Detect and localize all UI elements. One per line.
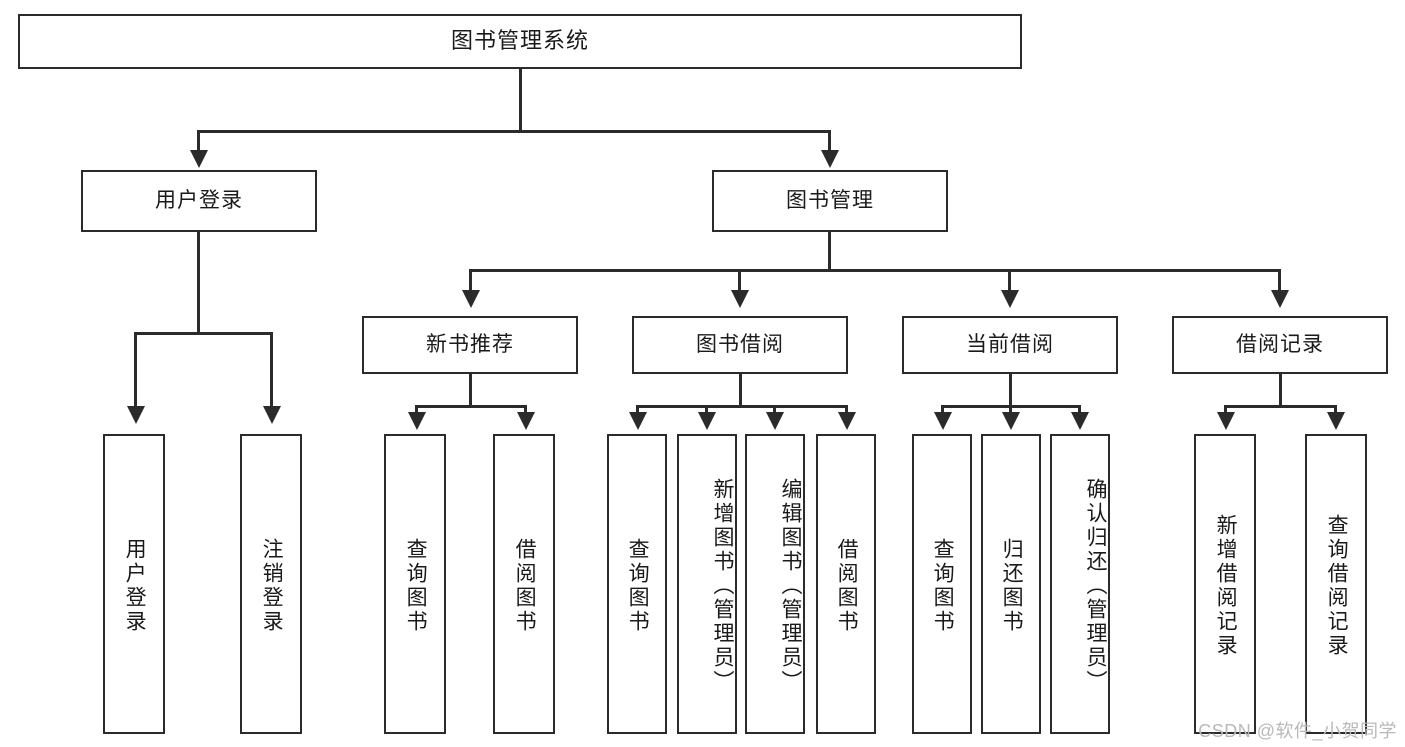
edge-to-book-borrow bbox=[738, 269, 741, 294]
edge-to-borrow-record bbox=[1278, 269, 1281, 294]
arrow-book-borrow-to-leaf-4 bbox=[838, 412, 856, 430]
edge-to-current-borrow bbox=[1008, 269, 1011, 294]
arrow-current-borrow-to-leaf-1 bbox=[934, 412, 952, 430]
edge-current-borrow-to-leaf-1 bbox=[941, 405, 944, 415]
leaf-borrow-book-recommendation[interactable]: 借阅图书 bbox=[493, 434, 555, 734]
leaf-add-borrow-record[interactable]: 新增借阅记录 bbox=[1194, 434, 1256, 734]
leaf-edit-book-admin[interactable]: 编辑图书（管理员） bbox=[745, 434, 805, 734]
leaf-return-book[interactable]: 归还图书 bbox=[981, 434, 1041, 734]
node-root-book-management-system[interactable]: 图书管理系统 bbox=[18, 14, 1022, 69]
arrow-book-borrow-to-leaf-3 bbox=[766, 412, 784, 430]
csdn-watermark: CSDN @软件_小贺同学 bbox=[1198, 721, 1397, 741]
arrow-root-to-book-manage bbox=[821, 150, 839, 168]
arrow-borrow-record-to-leaf-1 bbox=[1217, 412, 1235, 430]
leaf-query-book-current[interactable]: 查询图书 bbox=[912, 434, 972, 734]
arrow-to-current-borrow bbox=[1001, 290, 1019, 308]
node-current-borrow[interactable]: 当前借阅 bbox=[902, 316, 1118, 374]
edge-book-manage-bus bbox=[469, 269, 1281, 272]
edge-user-login-bus bbox=[134, 332, 273, 335]
edge-book-borrow-to-leaf-4 bbox=[845, 405, 848, 415]
edge-current-borrow-to-leaf-2 bbox=[1009, 405, 1012, 415]
arrow-to-borrow-record bbox=[1271, 290, 1289, 308]
arrow-to-book-borrow bbox=[731, 290, 749, 308]
edge-root-to-book-manage bbox=[828, 130, 831, 155]
edge-new-book-rec-to-leaf-1 bbox=[415, 405, 418, 415]
edge-book-borrow-to-leaf-3 bbox=[773, 405, 776, 415]
node-book-borrow[interactable]: 图书借阅 bbox=[632, 316, 848, 374]
arrow-current-borrow-to-leaf-3 bbox=[1071, 412, 1089, 430]
node-user-login[interactable]: 用户登录 bbox=[81, 170, 317, 232]
arrow-current-borrow-to-leaf-2 bbox=[1002, 412, 1020, 430]
edge-current-borrow-to-leaf-3 bbox=[1078, 405, 1081, 415]
edge-user-login-to-leaf-2 bbox=[270, 332, 273, 410]
node-book-manage[interactable]: 图书管理 bbox=[712, 170, 948, 232]
arrow-user-login-to-leaf-1 bbox=[127, 406, 145, 424]
leaf-borrow-book-borrow[interactable]: 借阅图书 bbox=[816, 434, 876, 734]
leaf-user-login[interactable]: 用户登录 bbox=[103, 434, 165, 734]
edge-current-borrow-stem bbox=[1009, 374, 1012, 408]
edge-root-to-user-login bbox=[197, 130, 200, 155]
arrow-root-to-user-login bbox=[190, 150, 208, 168]
arrow-borrow-record-to-leaf-2 bbox=[1327, 412, 1345, 430]
edge-root-stem bbox=[519, 69, 522, 132]
arrow-user-login-to-leaf-2 bbox=[263, 406, 281, 424]
leaf-query-borrow-record[interactable]: 查询借阅记录 bbox=[1305, 434, 1367, 734]
edge-user-login-stem bbox=[197, 232, 200, 334]
edge-book-borrow-stem bbox=[739, 374, 742, 408]
arrow-to-new-book-rec bbox=[462, 290, 480, 308]
leaf-confirm-return-admin[interactable]: 确认归还（管理员） bbox=[1050, 434, 1110, 734]
leaf-query-book-borrow[interactable]: 查询图书 bbox=[607, 434, 667, 734]
edge-new-book-rec-bus bbox=[415, 405, 527, 408]
edge-borrow-record-to-leaf-1 bbox=[1224, 405, 1227, 415]
edge-user-login-to-leaf-1 bbox=[134, 332, 137, 410]
arrow-new-book-rec-to-leaf-2 bbox=[517, 412, 535, 430]
edge-to-new-book-rec bbox=[469, 269, 472, 294]
edge-borrow-record-stem bbox=[1279, 374, 1282, 408]
edge-new-book-rec-to-leaf-2 bbox=[524, 405, 527, 415]
leaf-logout-login[interactable]: 注销登录 bbox=[240, 434, 302, 734]
node-borrow-record[interactable]: 借阅记录 bbox=[1172, 316, 1388, 374]
node-new-book-recommendation[interactable]: 新书推荐 bbox=[362, 316, 578, 374]
edge-borrow-record-to-leaf-2 bbox=[1334, 405, 1337, 415]
edge-book-borrow-to-leaf-2 bbox=[705, 405, 708, 415]
edge-borrow-record-bus bbox=[1224, 405, 1337, 408]
arrow-new-book-rec-to-leaf-1 bbox=[408, 412, 426, 430]
arrow-book-borrow-to-leaf-1 bbox=[629, 412, 647, 430]
edge-book-borrow-bus bbox=[636, 405, 848, 408]
edge-book-borrow-to-leaf-1 bbox=[636, 405, 639, 415]
edge-book-manage-stem bbox=[828, 232, 831, 272]
arrow-book-borrow-to-leaf-2 bbox=[698, 412, 716, 430]
edge-new-book-rec-stem bbox=[469, 374, 472, 408]
edge-root-bus bbox=[197, 130, 831, 133]
leaf-add-book-admin[interactable]: 新增图书（管理员） bbox=[677, 434, 737, 734]
leaf-query-book-recommendation[interactable]: 查询图书 bbox=[384, 434, 446, 734]
